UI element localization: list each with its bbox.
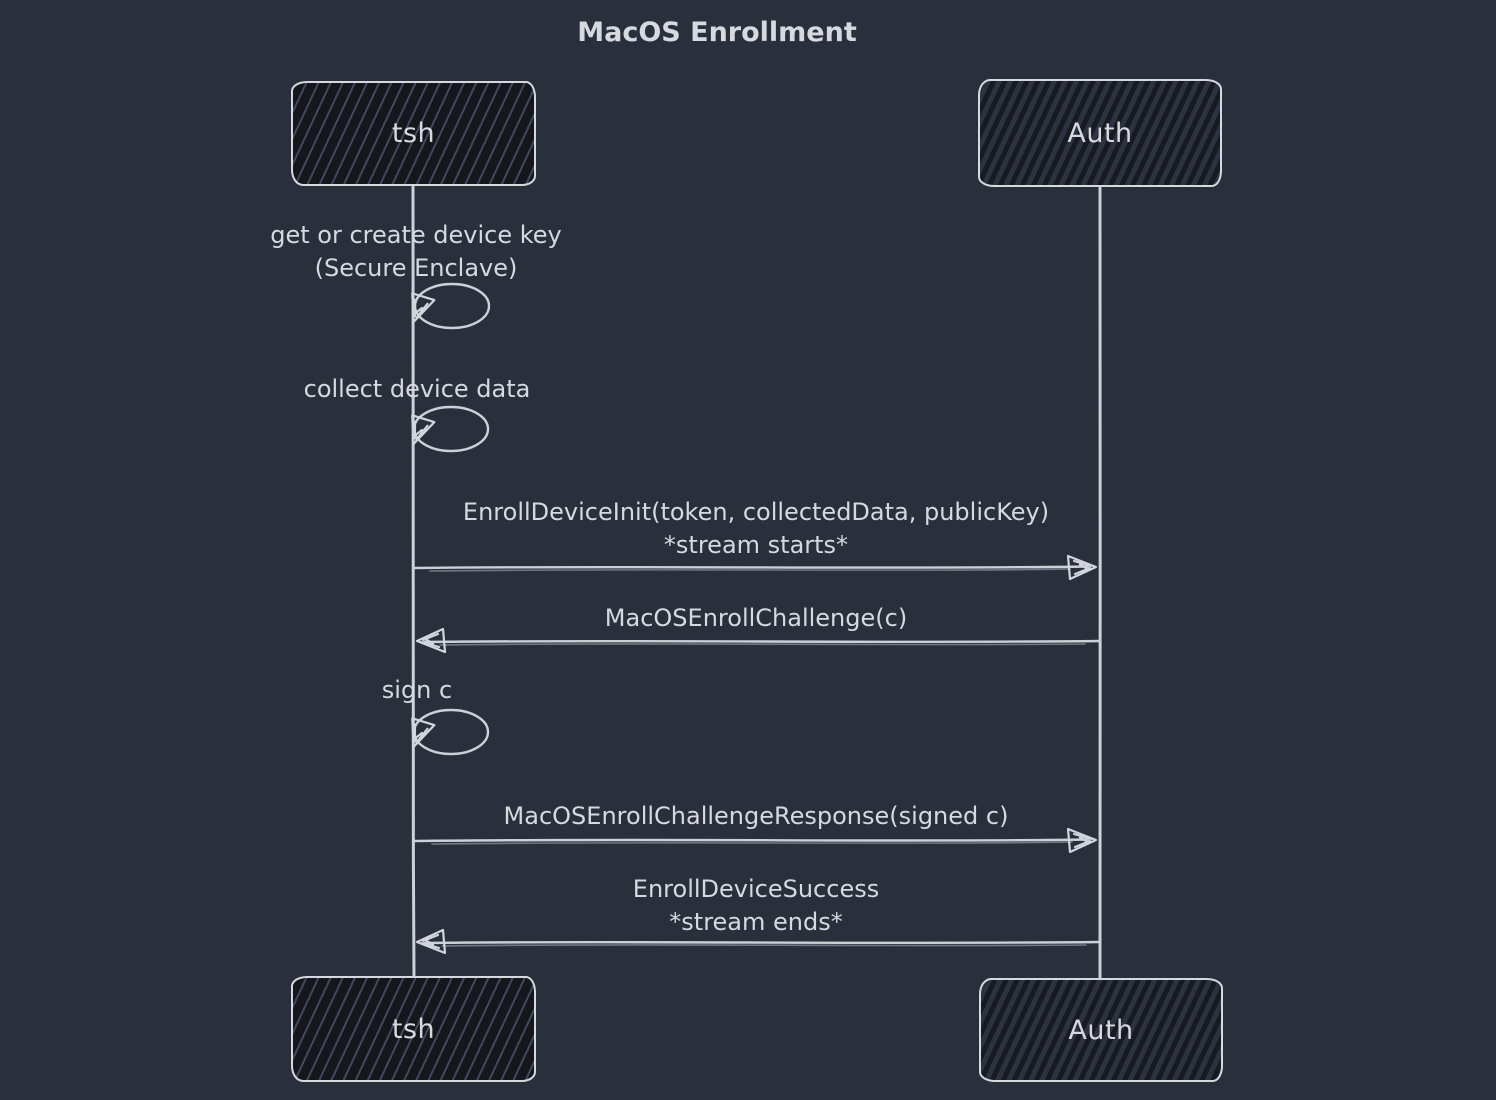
arrowhead-left-icon [415,928,447,955]
message-arrow-1 [413,554,1098,581]
message-3-label: MacOSEnrollChallengeResponse(signed c) [504,800,1009,833]
actor-label-auth: Auth [1067,117,1133,149]
self-loop-1 [401,282,491,330]
diagram-title: MacOS Enrollment [577,17,857,48]
self-loop-3 [401,708,490,756]
self-loop-3-label: sign c [382,674,452,707]
message-2-label: MacOSEnrollChallenge(c) [605,602,907,635]
actor-label-tsh: tsh [391,118,436,149]
message-4-label-line2: *stream ends* [669,908,843,936]
actor-box-auth-top: Auth [978,79,1222,187]
actor-label-tsh: tsh [391,1013,436,1045]
self-loop-1-label-line2: (Secure Enclave) [314,254,518,282]
message-4-label-line1: EnrollDeviceSuccess [632,875,880,903]
self-loop-2-label-line1: collect device data [303,375,531,403]
message-arrow-3 [413,827,1098,854]
message-1-label: EnrollDeviceInit(token, collectedData, p… [463,496,1049,562]
message-4-label: EnrollDeviceSuccess *stream ends* [633,873,879,939]
actor-box-tsh-bottom: tsh [291,976,536,1082]
actor-box-auth-bottom: Auth [979,978,1223,1082]
auth-lifeline [1098,186,1102,981]
arrowhead-left-icon [415,627,447,654]
message-1-label-line1: EnrollDeviceInit(token, collectedData, p… [462,498,1050,526]
self-loop-3-label-line1: sign c [381,676,453,704]
self-loop-2 [401,405,490,453]
self-loop-1-label-line1: get or create device key [270,221,562,249]
message-arrow-4 [415,928,1102,955]
actor-label-auth: Auth [1068,1014,1134,1046]
message-arrow-2 [415,627,1102,654]
message-1-label-line2: *stream starts* [663,531,849,559]
actor-box-tsh-top: tsh [291,81,536,186]
self-loop-2-label: collect device data [304,373,531,406]
self-loop-1-label: get or create device key (Secure Enclave… [270,219,562,285]
message-2-label-line1: MacOSEnrollChallenge(c) [604,604,908,632]
message-3-label-line1: MacOSEnrollChallengeResponse(signed c) [503,802,1009,830]
